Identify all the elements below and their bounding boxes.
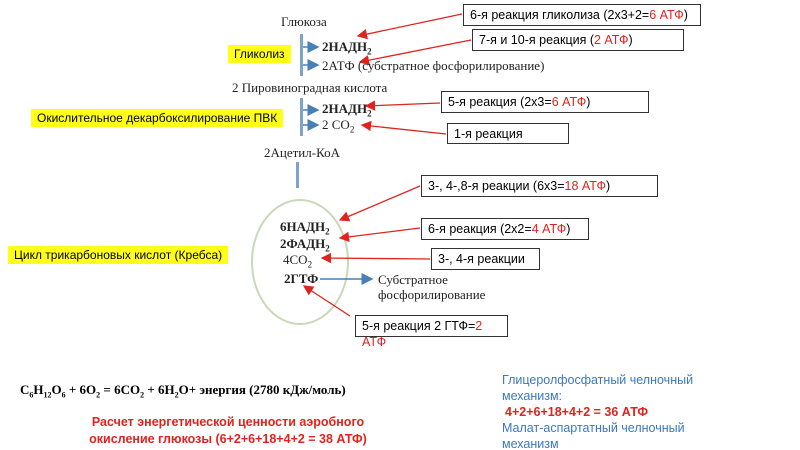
pathway-bar-3 (296, 162, 299, 188)
callout-5th: 5-я реакция (2х3=6 АТФ) (441, 91, 649, 113)
callout-arrow-6 (338, 227, 421, 243)
stage-krebs-cycle: Цикл трикарбоновых кислот (Кребса) (8, 246, 229, 264)
glycolysis-nadh: 2НАДН2 (322, 39, 372, 57)
stage-glycolysis: Гликолиз (228, 45, 291, 63)
krebs-cycle-ellipse (251, 199, 349, 325)
callout-arrow-7 (320, 252, 431, 264)
callout-7th-10th: 7-я и 10-я реакция (2 АТФ) (472, 29, 684, 51)
pyruvate-label: 2 Пировиноградная кислота (232, 80, 388, 95)
shuttle-mechanisms: Глицеролфосфатный челночный механизм: 4+… (502, 372, 800, 450)
acetyl-coa-label: 2Ацетил-КоА (264, 145, 340, 160)
callout-3-4-8: 3-, 4-,8-я реакции (6х3=18 АТФ) (421, 175, 658, 197)
energy-summary: Расчет энергетической ценности аэробного… (89, 415, 367, 446)
decarb-co2: 2 CO2 (322, 117, 355, 135)
pathway-bar-2 (300, 98, 303, 136)
glycerophosphate-shuttle-title: Глицеролфосфатный челночный (502, 373, 694, 387)
callout-1st: 1-я реакция (447, 123, 569, 144)
callout-arrow-8 (302, 285, 351, 317)
glycerophosphate-sum: 4+2+6+18+4+2 = 36 АТФ (505, 405, 649, 419)
krebs-co2: 4CO2 (283, 252, 313, 270)
glycolysis-atp: 2АТФ (субстратное фосфорилирование) (322, 58, 545, 73)
decarb-nadh: 2НАДН2 (322, 101, 372, 119)
callout-3-4: 3-, 4-я реакции (431, 248, 540, 270)
glucose-label: Глюкоза (281, 14, 327, 29)
callout-arrow-5 (338, 185, 421, 222)
callout-arrow-1 (356, 13, 463, 40)
callout-5th-gtp: 5-я реакция 2 ГТФ=2 АТФ (355, 315, 508, 349)
malate-aspartate-shuttle-title-2: механизм (502, 437, 559, 450)
krebs-gtp: 2ГТФ (284, 271, 319, 286)
krebs-fadh: 2ФАДН2 (280, 236, 330, 254)
pathway-bar-1 (300, 34, 303, 76)
malate-aspartate-shuttle-title: Малат-аспартатный челночный (502, 421, 685, 435)
callout-6th-krebs: 6-я реакция (2х2=4 АТФ) (421, 218, 589, 240)
callout-arrow-4 (360, 120, 447, 135)
glycerophosphate-shuttle-title-2: механизм: (502, 389, 563, 403)
callout-arrow-2 (358, 39, 472, 66)
krebs-nadh: 6НАДН2 (280, 219, 330, 237)
callout-arrow-3 (364, 100, 441, 111)
callout-glycolysis-6th: 6-я реакция гликолиза (2х3+2=6 АТФ) (463, 4, 701, 26)
glucose-oxidation-equation: C6H12O6 + 6O2 = 6CO2 + 6H2O+ энергия (27… (20, 382, 346, 400)
stage-oxidative-decarboxylation: Окислительное декарбоксилирование ПВК (31, 109, 284, 127)
substrate-phosphorylation: Субстратное фосфорилирование (378, 272, 486, 302)
